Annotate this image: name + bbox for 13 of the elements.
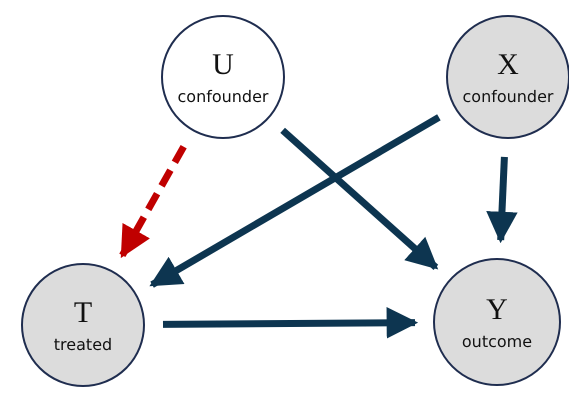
arrow <box>280 128 438 270</box>
arrow <box>486 156 518 244</box>
node-description: outcome <box>462 332 532 351</box>
variable-label: T <box>74 296 92 329</box>
node-description: confounder <box>462 87 554 106</box>
variable-label: U <box>212 48 234 81</box>
arrow <box>162 307 418 339</box>
arrow <box>119 144 187 258</box>
node-description: confounder <box>177 87 268 106</box>
variable-label: Y <box>486 293 508 326</box>
variable-label: X <box>497 48 519 81</box>
node-description: treated <box>54 335 112 354</box>
arrow <box>149 114 441 288</box>
